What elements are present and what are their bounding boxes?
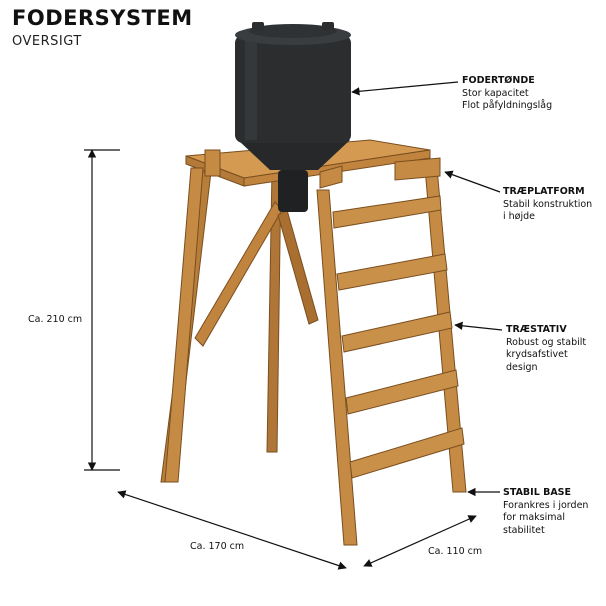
- page-title: FODERSYSTEM: [12, 6, 193, 30]
- barrel-body: [235, 35, 351, 143]
- callout-line: i højde: [503, 211, 536, 222]
- depth-label: Ca. 110 cm: [428, 546, 483, 557]
- lid-handle: [252, 22, 264, 30]
- callout-platform: TRÆPLATFORM Stabil konstruktion i højde: [503, 186, 592, 224]
- callout-stand: TRÆSTATIV Robust og stabilt krydsafstive…: [506, 324, 586, 374]
- diagonal-brace-back: [277, 209, 319, 325]
- dimension-lines: [84, 149, 477, 570]
- tower-legs: [160, 167, 467, 546]
- callout-title: STABIL BASE: [503, 487, 571, 498]
- callout-title: FODERTØNDE: [462, 75, 535, 86]
- callout-base: STABIL BASE Forankres i jorden for maksi…: [503, 487, 606, 537]
- height-label: Ca. 210 cm: [28, 314, 83, 325]
- depth-dimension: [363, 515, 477, 567]
- barrel-funnel: [238, 140, 350, 170]
- ladder-rung: [341, 311, 453, 353]
- callout-arrows: [351, 81, 503, 497]
- callout-line: Stabil konstruktion: [503, 198, 593, 210]
- callout-line: for maksimal stabilitet: [503, 512, 565, 536]
- callout-line: Robust og stabilt: [506, 336, 587, 348]
- width-label: Ca. 170 cm: [190, 541, 245, 552]
- callout-title: TRÆSTATIV: [506, 324, 567, 335]
- ladder-rung: [332, 195, 442, 229]
- arrow-platform: [444, 170, 501, 193]
- page-subtitle: OVERSIGT: [12, 34, 82, 49]
- ladder-rung: [349, 427, 465, 479]
- ladder-rung: [345, 369, 459, 415]
- front-left-leg: [164, 167, 204, 483]
- callout-line: Stor kapacitet: [462, 87, 529, 99]
- front-right-leg: [316, 189, 358, 546]
- ladder: [332, 195, 465, 479]
- ladder-rung: [336, 253, 448, 291]
- arrow-barrel: [351, 81, 459, 96]
- callout-line: krydsafstivet: [506, 349, 568, 360]
- width-dimension: [117, 490, 347, 570]
- barrel-spout: [278, 170, 308, 212]
- feed-barrel: [235, 22, 351, 212]
- arrow-stand: [454, 321, 503, 331]
- callout-line: Flot påfyldningslåg: [462, 100, 553, 111]
- callout-line: Forankres i jorden: [503, 499, 589, 511]
- callout-line: design: [506, 361, 538, 373]
- callout-barrel: FODERTØNDE Stor kapacitet Flot påfyldnin…: [462, 75, 552, 113]
- callout-title: TRÆPLATFORM: [503, 186, 585, 197]
